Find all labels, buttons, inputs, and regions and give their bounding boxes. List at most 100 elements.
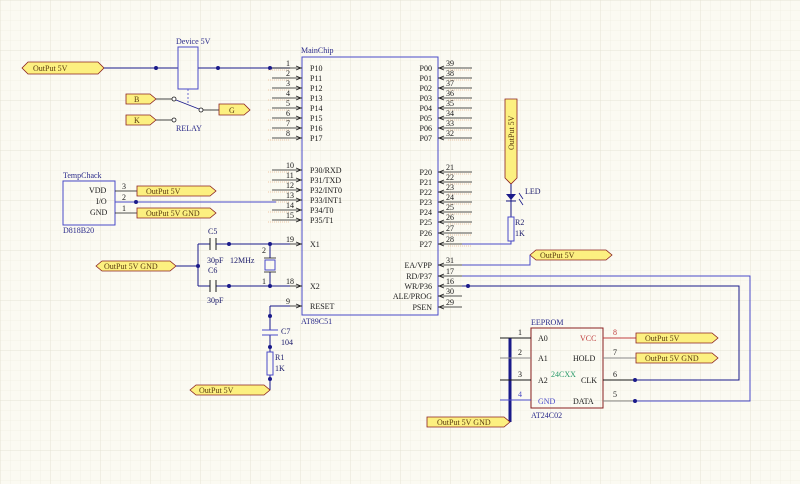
temp-body[interactable]: [62, 180, 116, 226]
pin-number: 23: [446, 183, 454, 192]
pin-number: 13: [286, 191, 294, 200]
pin-number: 1: [262, 277, 266, 286]
pin-label: P27: [420, 240, 432, 249]
pin-number: 21: [446, 163, 454, 172]
pin-number: 11: [286, 171, 294, 180]
r1-name: R1: [275, 353, 284, 362]
pin-label: P33/INT1: [310, 196, 342, 205]
port-temp-gnd[interactable]: OutPut 5V GND: [136, 207, 217, 219]
port-label: B: [134, 95, 139, 104]
pin-label: P07: [420, 134, 432, 143]
crystal-body[interactable]: [264, 259, 276, 271]
c5-name: C5: [208, 227, 217, 236]
port-label: OutPut 5V GND: [645, 354, 699, 363]
port-relay-b[interactable]: B: [125, 93, 157, 105]
led-diode[interactable]: [506, 192, 524, 206]
pin-label: P17: [310, 134, 322, 143]
pin-number: 19: [286, 235, 294, 244]
pin-label: EA/VPP: [404, 261, 432, 270]
relay-label: RELAY: [176, 124, 202, 133]
port-relay-g[interactable]: G: [218, 103, 251, 116]
port-crystal-gnd[interactable]: OutPut 5V GND: [95, 260, 177, 272]
mainchip-body[interactable]: [301, 56, 439, 316]
capacitor-c7[interactable]: [262, 329, 278, 336]
temp-pin-io: I/O: [96, 197, 107, 206]
port-eeprom-hold[interactable]: OutPut 5V GND: [635, 352, 719, 364]
pin-label: P24: [420, 208, 432, 217]
pin-label: P23: [420, 198, 432, 207]
port-led-5v[interactable]: OutPut 5V: [504, 98, 518, 185]
pin-number: 16: [446, 277, 454, 286]
port-relay-k[interactable]: K: [125, 114, 157, 126]
pin-number: 22: [446, 173, 454, 182]
port-label: OutPut 5V: [199, 386, 234, 395]
port-output-5v-top[interactable]: OutPut 5V: [21, 61, 105, 75]
pin-number: 4: [286, 89, 290, 98]
capacitor-c5[interactable]: [209, 238, 217, 250]
capacitor-c6[interactable]: [209, 280, 217, 292]
pin-number: 35: [446, 99, 454, 108]
pin-number: 15: [286, 211, 294, 220]
junction-dot: [268, 242, 272, 246]
port-temp-vdd[interactable]: OutPut 5V: [136, 185, 217, 197]
eeprom-pin-a2: A2: [538, 376, 548, 385]
resistor-r1[interactable]: [266, 351, 274, 376]
pin-number: 2: [262, 246, 266, 255]
pin-number: 5: [286, 99, 290, 108]
pin-label: P03: [420, 94, 432, 103]
pin-number: 2: [122, 193, 126, 202]
port-eeprom-gnd[interactable]: OutPut 5V GND: [426, 416, 511, 428]
pin-number: 36: [446, 89, 454, 98]
junction-dot: [268, 66, 272, 70]
port-reset-5v[interactable]: OutPut 5V: [189, 384, 271, 396]
eeprom-body[interactable]: [530, 327, 604, 409]
port-label: G: [229, 106, 235, 115]
pin-number: 28: [446, 235, 454, 244]
eeprom-pin-data: DATA: [573, 397, 594, 406]
pin-number: 38: [446, 69, 454, 78]
pin-number: 4: [518, 390, 522, 399]
port-ea-5v[interactable]: OutPut 5V: [529, 249, 613, 261]
eeprom-pin-vcc: VCC: [580, 334, 596, 343]
port-eeprom-vcc[interactable]: OutPut 5V: [635, 332, 719, 344]
